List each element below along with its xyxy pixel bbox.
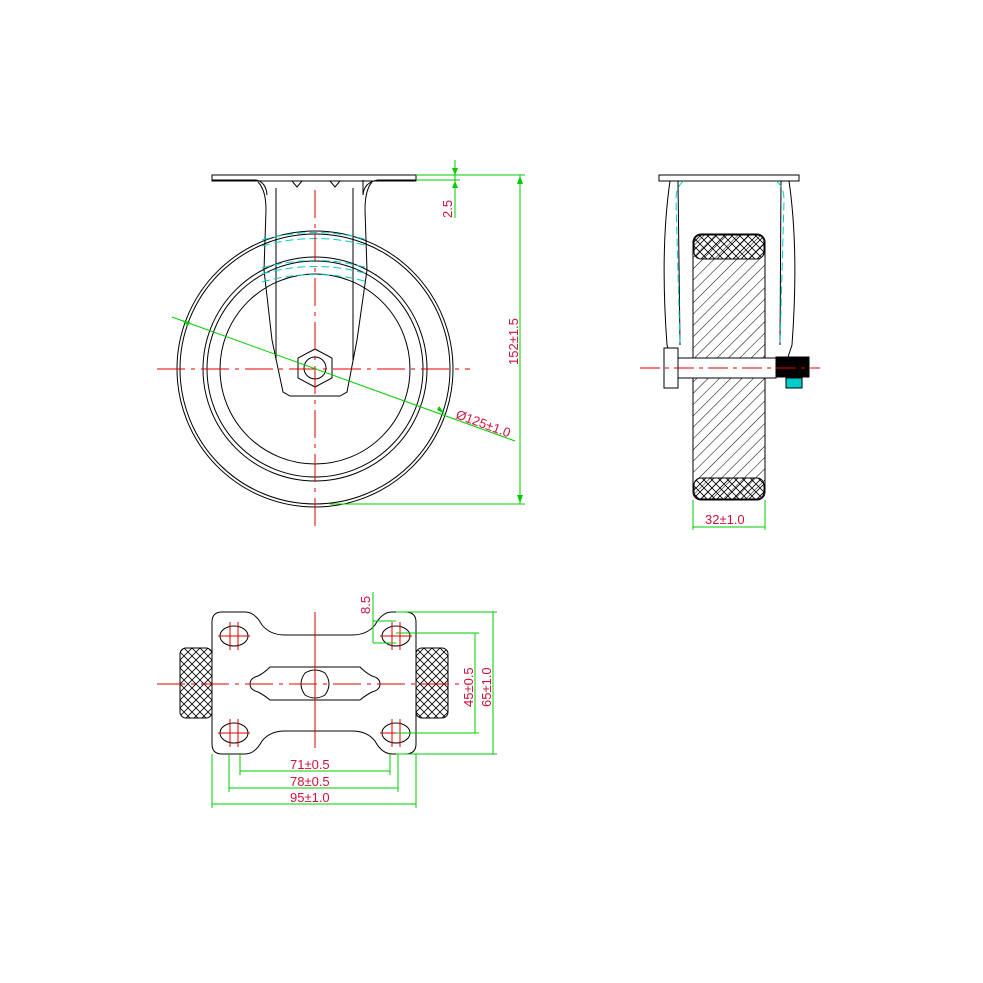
side-view: 32±1.0 (640, 174, 820, 530)
overall-height-label: 152±1.5 (506, 318, 521, 365)
hole-spacing-y-label: 45±0.5 (461, 667, 476, 707)
hole-offset-label: 8.5 (358, 596, 373, 614)
wheel-width-label: 32±1.0 (705, 512, 745, 527)
center-slot (249, 666, 381, 701)
plate-length-label: 95±1.0 (290, 790, 330, 805)
hole-spacing-inner-label: 71±0.5 (290, 757, 330, 772)
side-fork (663, 180, 796, 361)
top-plate (211, 174, 417, 196)
threaded-end (775, 356, 810, 378)
front-view: Ø125±1.0 152±1.5 2.5 (157, 160, 525, 527)
wheel-diameter-label: Ø125±1.0 (454, 407, 513, 441)
plate-thickness-label: 2.5 (440, 200, 455, 218)
fork-bracket (257, 181, 373, 397)
top-view: 71±0.5 78±0.5 95±1.0 65±1.0 45±0.5 8.5 (157, 592, 497, 808)
plate-width-label: 65±1.0 (479, 667, 494, 707)
hole-spacing-outer-label: 78±0.5 (290, 774, 330, 789)
